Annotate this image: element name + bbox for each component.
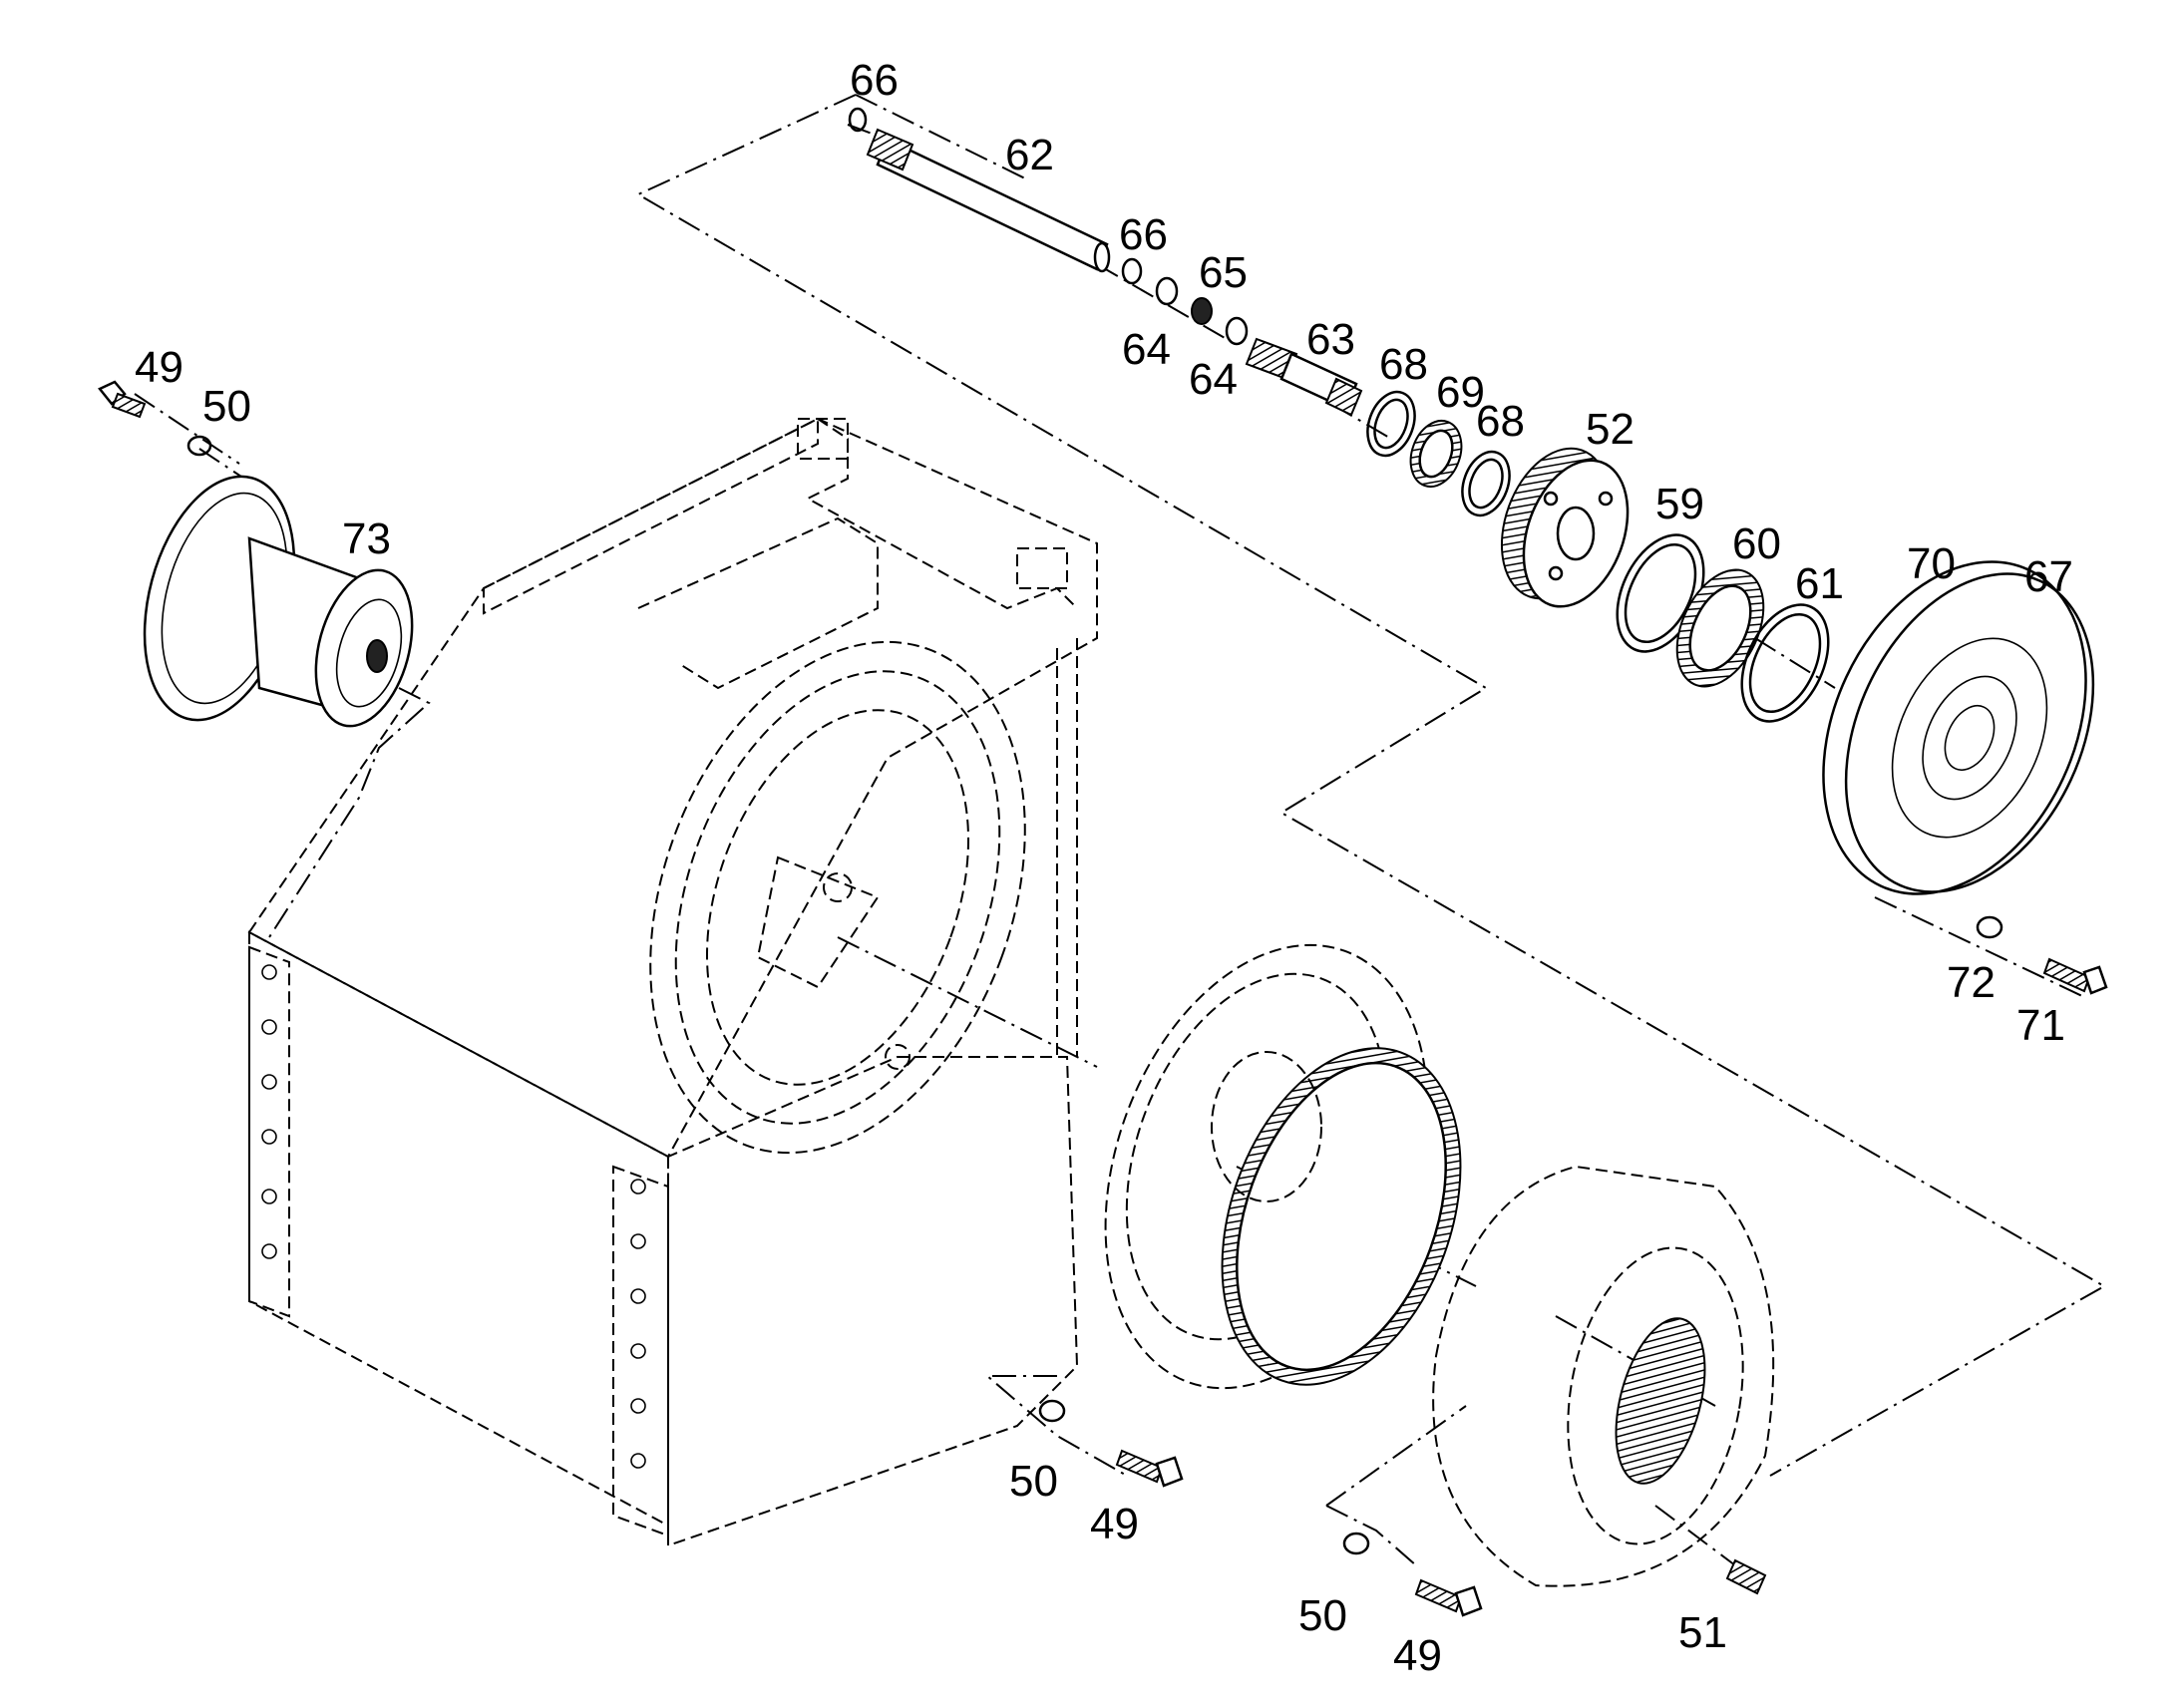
bolt-49-top [98, 380, 147, 419]
callout-50: 50 [1298, 1591, 1347, 1640]
sun-shaft-part-63 [1245, 337, 1363, 417]
callout-59: 59 [1655, 480, 1704, 528]
callout-66: 66 [1119, 210, 1168, 259]
callout-68: 68 [1379, 340, 1428, 389]
callout-52: 52 [1586, 405, 1635, 454]
small-rings [848, 107, 1249, 346]
plug-51 [1725, 1558, 1767, 1595]
planet-carrier-part-52 [1500, 447, 1630, 608]
callout-70: 70 [1907, 539, 1956, 588]
ring-gear-carrier-phantom [1104, 943, 1462, 1390]
axle-shaft-part-62 [866, 128, 1111, 273]
brake-housing-phantom [1432, 1165, 1775, 1587]
assembly-boundary-lines [635, 94, 2107, 1477]
leader-lines [134, 124, 2085, 1566]
callout-49: 49 [135, 343, 183, 392]
washer-72 [1976, 915, 2003, 939]
callout-62: 62 [1005, 131, 1054, 179]
callout-49: 49 [1393, 1631, 1442, 1680]
wheel-hub-part-73 [143, 475, 414, 728]
washer-50-mid [1038, 1399, 1066, 1423]
callout-49: 49 [1090, 1500, 1139, 1548]
bolts-and-washers [98, 380, 2108, 1617]
callout-63: 63 [1306, 315, 1355, 364]
callout-50: 50 [1009, 1457, 1058, 1506]
callout-73: 73 [342, 514, 391, 563]
washer-50-top [186, 435, 212, 457]
callout-69: 69 [1436, 368, 1485, 417]
callout-66: 66 [850, 56, 899, 105]
callout-64: 64 [1189, 355, 1238, 404]
callout-67: 67 [2024, 552, 2073, 601]
callout-51: 51 [1678, 1608, 1727, 1657]
bolt-49-mid [1115, 1449, 1184, 1488]
thrust-washers [1366, 390, 1511, 517]
bolt-49-low [1414, 1578, 1483, 1617]
washers-59-60-61 [1616, 533, 1830, 723]
axle-housing-phantom [247, 417, 1098, 1547]
callout-labels: 66 62 66 65 64 64 63 68 69 68 52 59 60 6… [135, 56, 2073, 1680]
washer-50-low [1342, 1532, 1370, 1555]
callout-68: 68 [1476, 397, 1525, 446]
callout-64: 64 [1122, 325, 1171, 374]
callout-50: 50 [202, 382, 251, 431]
callout-72: 72 [1947, 958, 1996, 1007]
callout-71: 71 [2016, 1001, 2065, 1050]
bolt-71 [2042, 957, 2108, 995]
callout-60: 60 [1732, 519, 1781, 568]
callout-61: 61 [1795, 559, 1844, 608]
cover-part-70 [1822, 560, 2095, 895]
callout-65: 65 [1199, 248, 1248, 297]
